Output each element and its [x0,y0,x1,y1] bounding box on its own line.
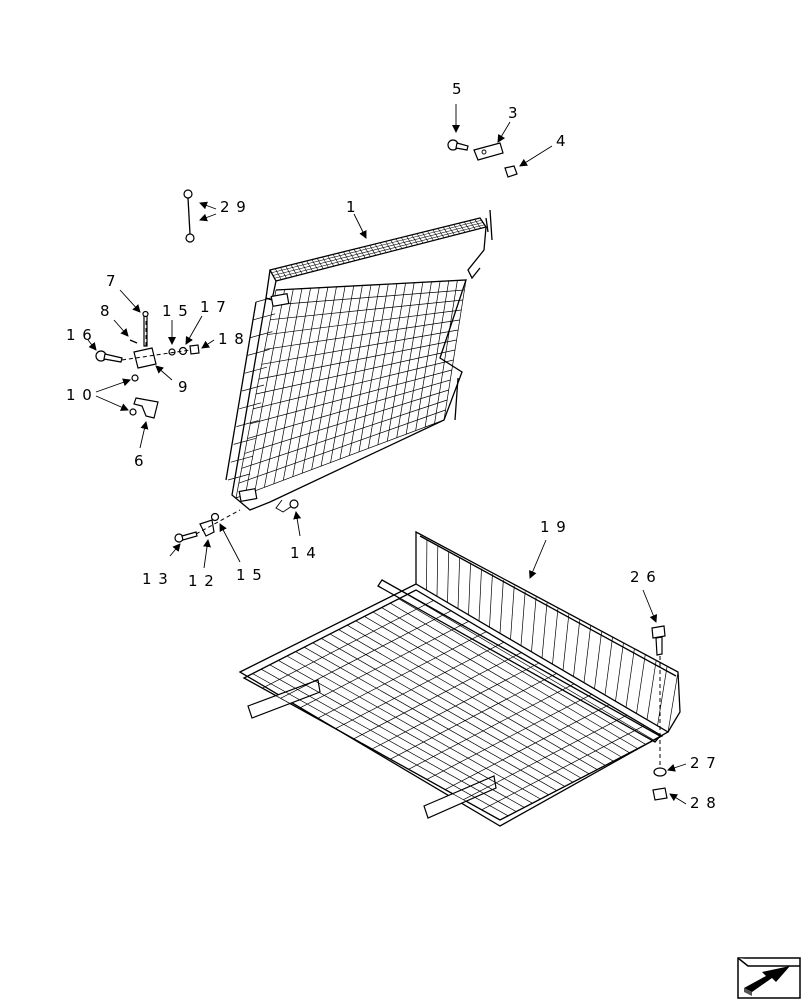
callout-4: 4 [556,132,567,150]
washer-27-icon [653,767,667,777]
callout-10: 1 0 [66,386,93,404]
bolt-13-icon [174,531,198,543]
upper-screen-frame [225,209,493,513]
bolt-26-icon [651,625,666,656]
callout-5: 5 [452,80,463,98]
callout-13: 1 3 [142,570,169,588]
cable-29-icon [183,189,195,243]
washer-15-icon [168,348,176,356]
callout-29: 2 9 [220,198,247,216]
callout-3: 3 [508,104,519,122]
plug-14-icon [289,499,299,509]
hardware-parts [95,139,668,801]
nut-18-icon [189,344,200,355]
callout-labels: 5 3 4 2 9 1 7 8 1 5 1 7 1 6 1 8 9 1 0 6 … [66,80,717,812]
rivet-10a-icon [131,374,139,382]
callout-1: 1 [346,198,357,216]
rivet-10b-icon [129,408,137,416]
nut-4-icon [504,165,518,178]
next-page-arrow-icon[interactable] [737,957,801,999]
callout-8: 8 [100,302,111,320]
latch-block-9-icon [133,347,157,369]
clip-8-icon [129,339,138,344]
lower-tray [238,530,681,827]
callout-15-upper: 1 5 [162,302,189,320]
top-perforated-band [269,217,487,282]
leader-lines [87,104,687,805]
callout-27: 2 7 [690,754,717,772]
callout-17: 1 7 [200,298,227,316]
callout-18: 1 8 [218,330,245,348]
callout-28: 2 8 [690,794,717,812]
latch-6-icon [133,397,159,419]
bracket-3-icon [473,142,504,161]
washer-15b-icon [210,512,220,522]
callout-14: 1 4 [290,544,317,562]
callout-6: 6 [134,452,145,470]
bolt-5-icon [447,139,469,151]
callout-9: 9 [178,378,189,396]
callout-15-lower: 1 5 [236,566,263,584]
upper-screen-mesh [227,279,467,499]
callout-16: 1 6 [66,326,93,344]
clip-12-icon [199,519,215,537]
callout-19: 1 9 [540,518,567,536]
tray-mesh [243,589,663,821]
callout-12: 1 2 [188,572,215,590]
nut-28-icon [652,787,668,801]
tray-wall-mesh [415,534,679,733]
callout-26: 2 6 [630,568,657,586]
bolt-16-icon [95,350,123,363]
callout-7: 7 [106,272,117,290]
